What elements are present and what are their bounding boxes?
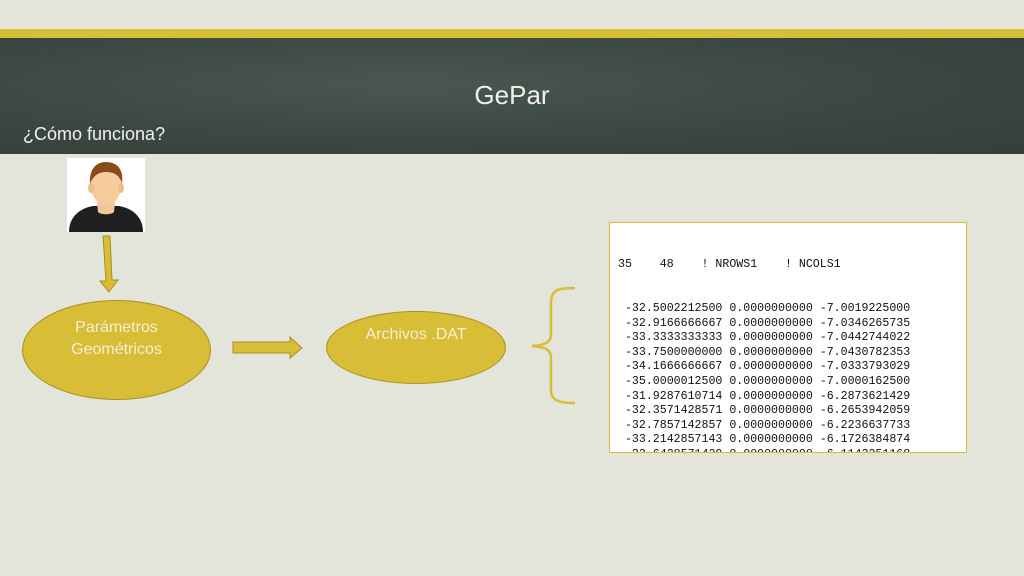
user-avatar-icon bbox=[67, 158, 145, 232]
dat-data-line: -32.3571428571 0.0000000000 -6.265394205… bbox=[618, 404, 911, 418]
dat-data-line: -32.7857142857 0.0000000000 -6.223663773… bbox=[618, 418, 911, 432]
slide-title: GePar bbox=[474, 80, 550, 110]
node-label: Archivos .DAT bbox=[365, 326, 467, 343]
dat-data-line: -33.2142857143 0.0000000000 -6.172638487… bbox=[618, 433, 911, 447]
accent-stripe bbox=[0, 29, 1024, 38]
top-band bbox=[0, 0, 1024, 29]
dat-data-line: -32.5002212500 0.0000000000 -7.001922500… bbox=[618, 301, 911, 315]
node-dat-files: Archivos .DAT bbox=[326, 311, 506, 384]
node-label-line2: Geométricos bbox=[71, 341, 162, 358]
dat-data-line: -33.7500000000 0.0000000000 -7.043078235… bbox=[618, 345, 911, 359]
dat-header-line: 35 48 ! NROWS1 ! NCOLS1 bbox=[618, 258, 841, 272]
slide-subtitle: ¿Cómo funciona? bbox=[23, 124, 166, 144]
curly-brace-icon bbox=[531, 286, 576, 405]
dat-file-preview: 35 48 ! NROWS1 ! NCOLS1 -32.5002212500 0… bbox=[609, 222, 967, 453]
dat-data-line: -35.0000012500 0.0000000000 -7.000016250… bbox=[618, 374, 911, 388]
arrow-down-icon bbox=[98, 235, 119, 293]
node-label-line1: Parámetros bbox=[75, 319, 158, 336]
dat-data-line: -32.9166666667 0.0000000000 -7.034626573… bbox=[618, 316, 911, 330]
dat-data-line: -31.9287610714 0.0000000000 -6.287362142… bbox=[618, 389, 911, 403]
dat-data-line: -33.3333333333 0.0000000000 -7.044274402… bbox=[618, 331, 911, 345]
arrow-right-icon bbox=[232, 335, 303, 360]
header-board bbox=[0, 38, 1024, 154]
dat-data-line: -33.6428571429 0.0000000000 -6.114325116… bbox=[618, 448, 966, 452]
node-geometric-parameters: Parámetros Geométricos bbox=[22, 300, 211, 400]
dat-data-line: -34.1666666667 0.0000000000 -7.033379302… bbox=[618, 360, 911, 374]
